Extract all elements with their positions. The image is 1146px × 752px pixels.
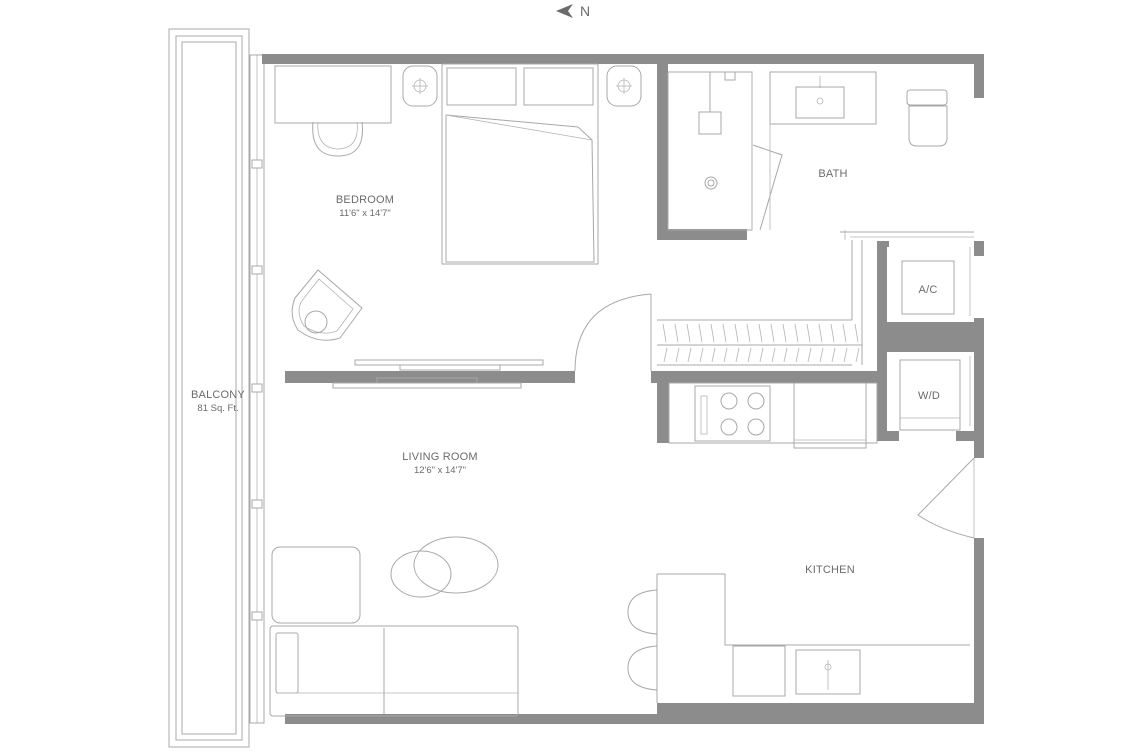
closet-hanger <box>843 347 848 363</box>
bedroom-furniture <box>274 63 642 389</box>
bath-fixtures <box>667 71 974 240</box>
closet-hanger <box>663 347 668 363</box>
balcony-label: BALCONY <box>191 389 245 401</box>
closet-hanger <box>818 323 823 343</box>
closet-hanger <box>830 323 835 343</box>
closet-hanger <box>698 323 703 343</box>
balcony <box>168 28 250 748</box>
closet-hanger <box>675 347 680 363</box>
living-room-label: LIVING ROOM <box>402 451 478 463</box>
closet-hanger <box>807 347 812 363</box>
kitchen-fixtures <box>627 382 970 703</box>
closet-hanger <box>831 347 836 363</box>
living-room-dims: 12'6" x 14'7" <box>414 465 466 476</box>
living-furniture <box>269 536 519 717</box>
closet-hanger <box>722 323 727 343</box>
closet-hanger <box>806 323 811 343</box>
ac-label: A/C <box>919 284 938 296</box>
window-wall <box>249 54 265 724</box>
closet-hanger <box>782 323 787 343</box>
utility-closets <box>899 247 971 431</box>
room-labels: BEDROOM 11'6" x 14'7" BATH A/C W/D LIVIN… <box>191 168 940 576</box>
closet-hanger <box>723 347 728 363</box>
bedroom-armchair <box>291 269 363 341</box>
closet-hanger <box>686 323 691 343</box>
closet-hanger <box>662 323 667 343</box>
closet-hanger <box>746 323 751 343</box>
closet-hanger <box>794 323 799 343</box>
compass-label: N <box>580 3 590 19</box>
bedroom-label: BEDROOM <box>336 194 394 206</box>
balcony-area: 81 Sq. Ft. <box>197 403 238 414</box>
bath-label: BATH <box>818 168 847 180</box>
closet-hanger <box>734 323 739 343</box>
north-arrow-icon <box>556 4 573 18</box>
closet-hanger <box>783 347 788 363</box>
closet-hanger <box>759 347 764 363</box>
closet-hanger <box>687 347 692 363</box>
doors <box>574 293 975 539</box>
closet-hanger <box>674 323 679 343</box>
sofa <box>269 625 519 717</box>
closet-hanger <box>735 347 740 363</box>
kitchen-label: KITCHEN <box>805 564 855 576</box>
closet-hanger <box>795 347 800 363</box>
closet-hanger <box>711 347 716 363</box>
closet-hanger <box>855 347 860 363</box>
closet-hanger <box>747 347 752 363</box>
closet-hanger <box>758 323 763 343</box>
closet-hanger <box>842 323 847 343</box>
closet-hanger <box>771 347 776 363</box>
closet-hanger <box>710 323 715 343</box>
closet-hanger <box>699 347 704 363</box>
closet-hanger <box>770 323 775 343</box>
closet <box>657 240 863 366</box>
wd-label: W/D <box>918 390 940 402</box>
bedroom-dims: 11'6" x 14'7" <box>339 208 390 219</box>
compass: N <box>556 3 590 19</box>
closet-hanger <box>854 323 859 343</box>
closet-hanger <box>819 347 824 363</box>
walls <box>262 54 984 724</box>
